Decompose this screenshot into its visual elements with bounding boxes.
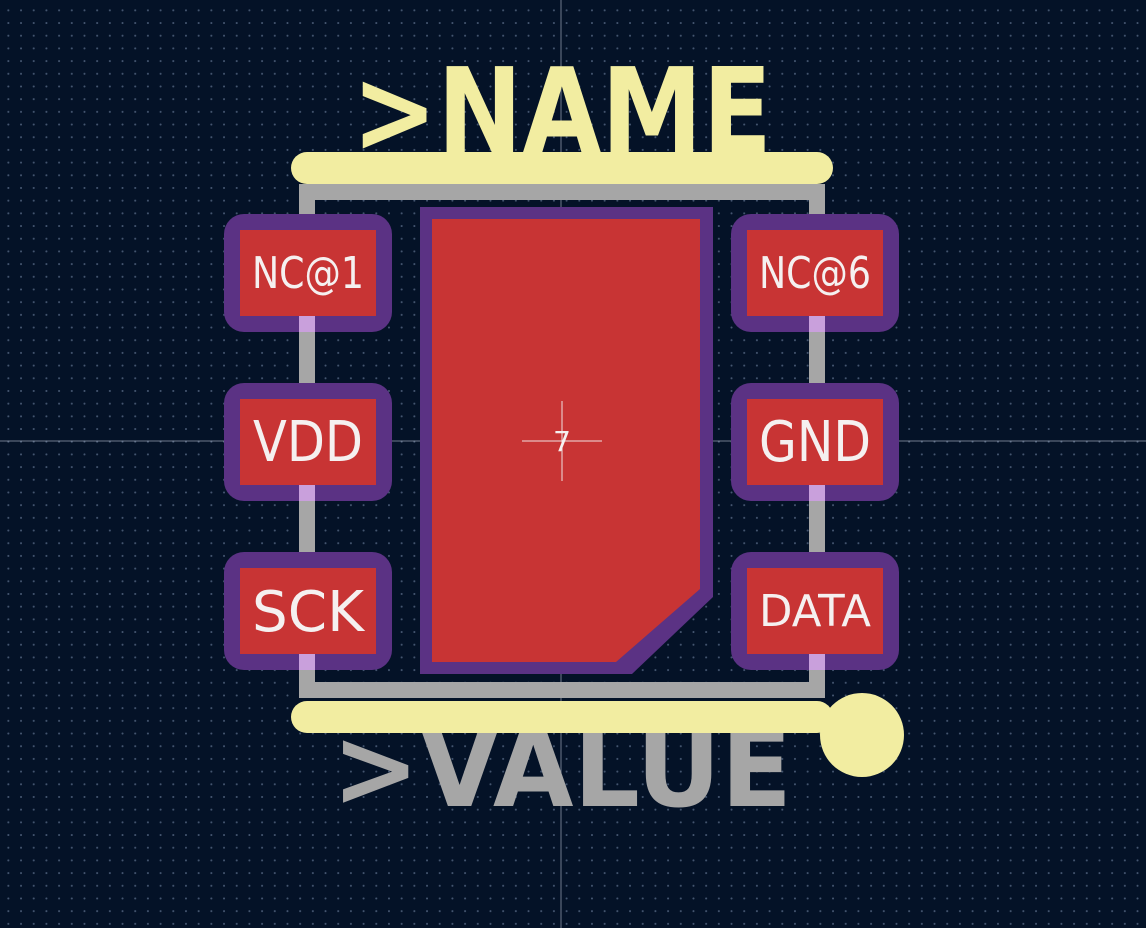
pad-label: NC@6 [759, 248, 871, 299]
pad-copper [240, 399, 376, 485]
pad-sck[interactable]: SCK [224, 552, 392, 670]
pad-label: SCK [252, 580, 365, 645]
pad-nc1[interactable]: NC@1 [224, 214, 392, 332]
pad-vdd[interactable]: VDD [224, 383, 392, 501]
pad-label: VDD [253, 410, 363, 475]
pad-nc6[interactable]: NC@6 [731, 214, 899, 332]
fab-overlap [809, 485, 825, 501]
fab-overlap [809, 654, 825, 670]
pad-label: DATA [759, 586, 871, 637]
pin1-indicator-dot [820, 693, 904, 777]
pad-copper [747, 568, 883, 654]
fab-overlap [299, 654, 315, 670]
pad-label: GND [759, 410, 871, 475]
pad-gnd[interactable]: GND [731, 383, 899, 501]
pad-data[interactable]: DATA [731, 552, 899, 670]
pad-copper [240, 230, 376, 316]
pad-label: NC@1 [252, 248, 364, 299]
fab-overlap [809, 316, 825, 332]
thermal-pad-number: 7 [553, 425, 571, 458]
pad-copper [747, 230, 883, 316]
pad-copper [747, 399, 883, 485]
fab-overlap [299, 485, 315, 501]
pad-copper [240, 568, 376, 654]
fab-overlap [299, 316, 315, 332]
